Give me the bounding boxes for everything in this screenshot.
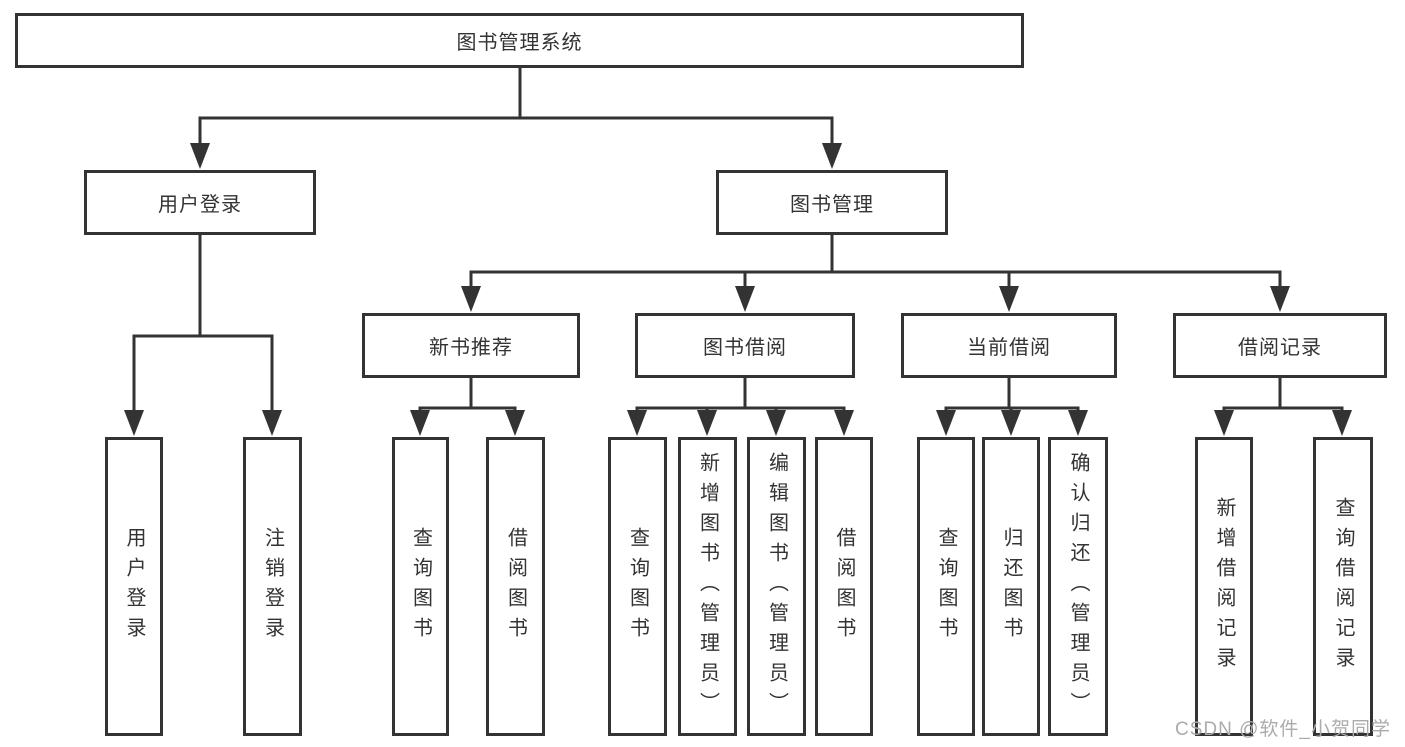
leaf-confirm-return-admin: 确认归还（管理员） [1048,437,1108,736]
connector-user-login-group [124,233,282,436]
node-new-book-recommend: 新书推荐 [362,313,580,378]
node-label: 新书推荐 [429,337,513,359]
node-borrow-records: 借阅记录 [1173,313,1387,378]
leaf-logout: 注销登录 [243,437,302,736]
arrowhead [1332,410,1352,436]
connector-book-borrow-group [627,376,854,436]
leaf-user-login: 用户登录 [105,437,163,736]
node-book-borrow: 图书借阅 [635,313,855,378]
node-label: 查询借阅记录 [1332,496,1354,677]
node-root: 图书管理系统 [15,13,1024,68]
connector-borrow-records-group [1214,376,1352,436]
arrowhead [1001,410,1021,436]
node-user-login: 用户登录 [84,170,316,235]
node-label: 借阅图书 [504,526,527,647]
arrowhead [627,410,647,436]
arrowhead [735,286,755,312]
leaf-add-borrow-record: 新增借阅记录 [1195,437,1253,736]
connector-new-book-group [410,376,525,436]
arrowhead [822,143,842,169]
node-label: 归还图书 [1000,526,1022,647]
leaf-query-borrow-record: 查询借阅记录 [1313,437,1373,736]
arrowhead [124,410,144,436]
leaf-newbook-borrow-books: 借阅图书 [486,437,545,736]
arrowhead [936,410,956,436]
arrowhead [1068,410,1088,436]
node-label: 新增图书（管理员） [696,451,719,722]
arrowhead [697,410,717,436]
arrowhead [262,410,282,436]
node-label: 编辑图书（管理员） [765,451,788,722]
node-label: 注销登录 [261,526,284,647]
node-label: 当前借阅 [967,337,1051,359]
arrowhead [505,410,525,436]
arrowhead [461,286,481,312]
node-label: 借阅图书 [833,526,855,647]
node-label: 查询图书 [935,526,957,647]
node-current-borrow: 当前借阅 [901,313,1117,378]
connector-current-borrow-group [936,376,1088,436]
arrowhead [766,410,786,436]
leaf-add-book-admin: 新增图书（管理员） [678,437,737,736]
node-label: 查询图书 [409,526,432,647]
arrowhead [410,410,430,436]
connector-book-management-to-level3 [461,233,1290,312]
node-label: 图书管理系统 [456,32,583,54]
arrowhead [190,143,210,169]
leaf-return-books: 归还图书 [982,437,1040,736]
node-label: 图书管理 [790,194,874,216]
arrowhead [1214,410,1234,436]
node-label: 查询图书 [626,526,649,647]
node-label: 借阅记录 [1238,337,1322,359]
arrowhead [999,286,1019,312]
leaf-current-query-books: 查询图书 [917,437,975,736]
connector-root-to-level2 [190,66,842,169]
node-book-management: 图书管理 [716,170,948,235]
arrowhead [1270,286,1290,312]
leaf-edit-book-admin: 编辑图书（管理员） [747,437,806,736]
arrowhead [834,410,854,436]
node-label: 图书借阅 [703,337,787,359]
leaf-borrow-books: 借阅图书 [815,437,873,736]
leaf-newbook-query-books: 查询图书 [392,437,449,736]
node-label: 新增借阅记录 [1213,496,1235,677]
node-label: 确认归还（管理员） [1067,451,1089,722]
node-label: 用户登录 [158,194,242,216]
node-label: 用户登录 [123,526,145,647]
leaf-borrow-query-books: 查询图书 [608,437,667,736]
